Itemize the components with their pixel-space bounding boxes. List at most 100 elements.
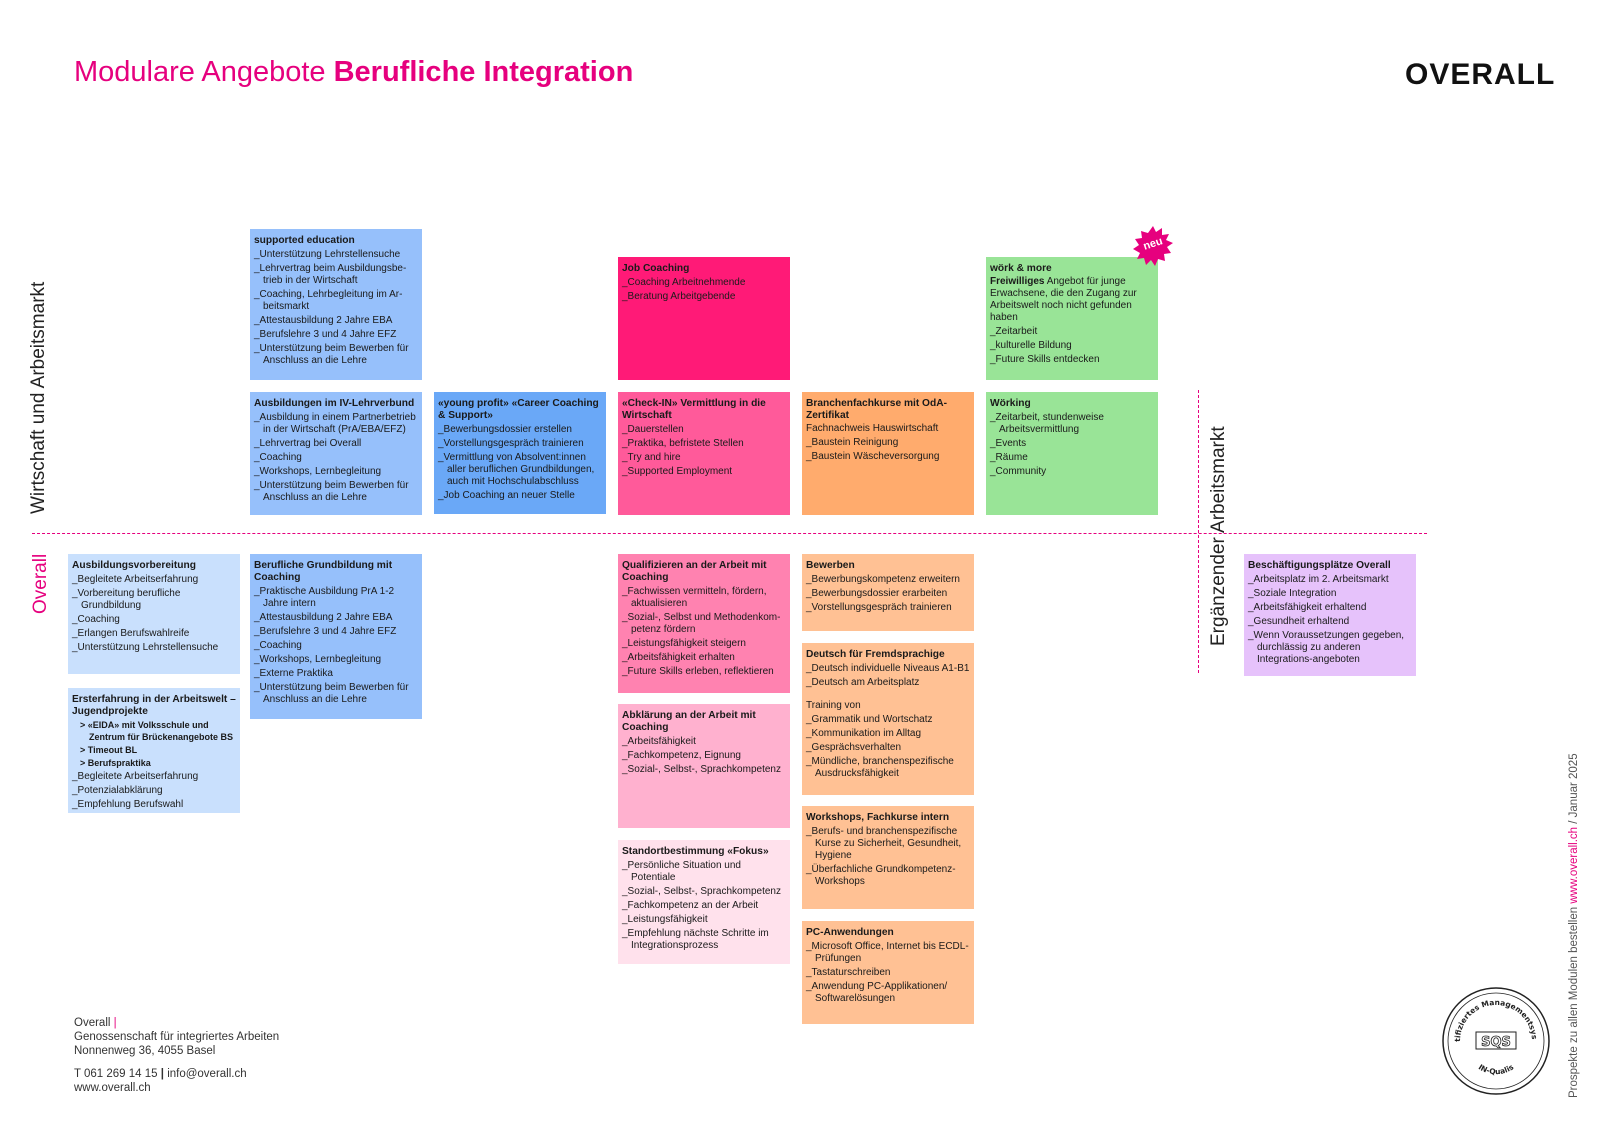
side-note: Prospekte zu allen Modulen bestellen www…: [1568, 753, 1580, 1098]
box-title: Workshops, Fachkurse intern: [806, 812, 950, 823]
box-title: PC-Anwendungen: [806, 927, 894, 938]
box-grundbildung: Berufliche Grundbildung mit Coaching _Pra…: [250, 554, 422, 719]
list-item: _Potenzialabklärung: [72, 785, 163, 796]
box-items: _Begleitete Arbeitserfahrung_Potenzialab…: [72, 771, 236, 811]
list-item: _Begleitete Arbeitserfahrung: [72, 574, 199, 585]
list-item: _Coaching: [254, 640, 302, 651]
list-item: _Unterstützung beim Bewerben für Anschlu…: [254, 343, 409, 366]
box-title: «young profit» «Career Coaching & Suppor…: [438, 398, 599, 421]
box-deutsch: Deutsch für Fremdsprachige _Deutsch indi…: [802, 643, 974, 795]
list-item: _Workshops, Lernbegleitung: [254, 654, 382, 665]
list-item: _Wenn Voraussetzungen gegeben, durchläss…: [1248, 630, 1405, 665]
list-item: _Vorbereitung berufliche Grundbildung: [72, 588, 181, 611]
box-description: Freiwilliges Angebot für junge Erwachsen…: [990, 276, 1137, 323]
list-item: _Zeitarbeit: [990, 326, 1038, 337]
divider-vertical: [1198, 390, 1199, 673]
box-abklaerung: Abklärung an der Arbeit mit Coaching _Arb…: [618, 704, 790, 828]
box-title: Ersterfahrung in der Arbeitswelt – Jugen…: [72, 694, 236, 717]
footer-line3: Nonnenweg 36, 4055 Basel: [74, 1045, 216, 1057]
list-item: _Attestausbildung 2 Jahre EBA: [254, 612, 393, 623]
axis-label-wirtschaft: Wirtschaft und Arbeitsmarkt: [28, 281, 49, 514]
box-title: Bewerben: [806, 560, 855, 571]
list-item: _Microsoft Office, Internet bis ECDL-Prü…: [806, 941, 969, 964]
box-qualifizieren: Qualifizieren an der Arbeit mit Coaching…: [618, 554, 790, 693]
footer-line2: Genossenschaft für integriertes Arbeiten: [74, 1031, 280, 1043]
list-item: _Erlangen Berufswahlreife: [72, 628, 190, 639]
axis-label-ergaenzend: Ergänzender Arbeitsmarkt: [1208, 426, 1229, 646]
box-intro: Fachnachweis Hauswirtschaft: [806, 423, 939, 434]
list-item: _Unterstützung Lehrstellensuche: [72, 642, 219, 653]
box-workshops: Workshops, Fachkurse intern_Berufs- und …: [802, 806, 974, 909]
list-item: _Berufslehre 3 und 4 Jahre EFZ: [254, 626, 397, 637]
starburst-icon: [1133, 226, 1173, 266]
axis-label-overall: Overall: [30, 553, 51, 614]
list-item: _Praktische Ausbildung PrA 1-2 Jahre int…: [254, 586, 395, 609]
box-title: supported education: [254, 235, 355, 246]
box-title: Qualifizieren an der Arbeit mit Coaching: [622, 560, 767, 583]
list-item: _Beratung Arbeitgebende: [622, 291, 736, 302]
list-item: _kulturelle Bildung: [990, 340, 1072, 351]
list-item: _Empfehlung Berufswahl: [72, 799, 184, 810]
box-standortbestimmung: Standortbestimmung «Fokus»_Persönliche S…: [618, 840, 790, 964]
list-item: _Grammatik und Wortschatz: [806, 714, 933, 725]
box-items: _Zeitarbeit _kulturelle Bildung _Future Sk…: [990, 326, 1154, 366]
side-note-link[interactable]: www.overall.ch: [1568, 826, 1580, 904]
list-item: _Vorstellungsgespräch trainieren: [806, 602, 952, 613]
box-title: Abklärung an der Arbeit mit Coaching: [622, 710, 756, 733]
list-item: _Ausbildung in einem Partnerbetrieb in d…: [254, 412, 416, 435]
cert-bottom-text: IN-Qualis: [1477, 1062, 1516, 1076]
list-item: _Unterstützung beim Bewerben für Anschlu…: [254, 480, 409, 503]
list-item: _Deutsch am Arbeitsplatz: [806, 677, 920, 688]
list-item: _Coaching: [72, 614, 120, 625]
list-item: _Lehrvertrag bei Overall: [254, 438, 362, 449]
training-label: Training von: [806, 700, 861, 711]
side-note-suffix: / Januar 2025: [1568, 753, 1580, 824]
list-item: _Überfachliche Grundkompetenz-Workshops: [806, 864, 956, 887]
list-item: _Baustein Wäscheversorgung: [806, 451, 940, 462]
list-item: _Community: [990, 466, 1047, 477]
box-title: Berufliche Grundbildung mit Coaching: [254, 560, 393, 583]
list-item: _Räume: [990, 452, 1028, 463]
list-item: _Mündliche, branchenspezifische Ausdruck…: [806, 756, 954, 779]
list-item: _Deutsch individuelle Niveaus A1-B1: [806, 663, 970, 674]
box-ausbildungsvorbereitung: Ausbildungsvorbereitung _Begleitete Arbei…: [68, 554, 240, 674]
box-title: Deutsch für Fremdsprachige: [806, 649, 945, 660]
list-item: _Soziale Integration: [1248, 588, 1337, 599]
list-item: _Dauerstellen: [622, 424, 684, 435]
list-item: _Arbeitsfähigkeit: [622, 736, 696, 747]
list-item: _Sozial-, Selbst-, Sprachkompetenz: [622, 764, 781, 775]
footer-phone: T 061 269 14 15: [74, 1068, 158, 1080]
list-item: _Vermittlung von Absolvent:innen aller b…: [438, 452, 595, 487]
box-title: Ausbildungsvorbereitung: [72, 560, 196, 571]
list-item: _Leistungsfähigkeit steigern: [622, 638, 746, 649]
overall-logo: OVERALL: [1405, 58, 1556, 91]
list-item: _Workshops, Lernbegleitung: [254, 466, 382, 477]
footer-email[interactable]: info@overall.ch: [167, 1068, 247, 1080]
list-item: _Future Skills erleben, reflektieren: [622, 666, 774, 677]
list-item: > Berufspraktika: [80, 758, 151, 768]
box-check-in: «Check-IN» Vermittlung in die Wirtschaft…: [618, 392, 790, 515]
list-item: _Coaching: [254, 452, 302, 463]
box-supported-education: supported education_Unterstützung Lehrst…: [250, 229, 422, 380]
box-title: Ausbildungen im IV-Lehrverbund: [254, 398, 415, 409]
list-item: _Future Skills entdecken: [990, 354, 1100, 365]
title-light: Modulare Angebote: [74, 56, 326, 88]
box-title: Wörking: [990, 398, 1031, 409]
box-title: Standortbestimmung «Fokus»: [622, 846, 769, 857]
box-beschaeftigungsplaetze: Beschäftigungsplätze Overall_Arbeitsplat…: [1244, 554, 1416, 676]
list-item: _Try and hire: [622, 452, 681, 463]
page-title: Modulare Angebote Berufliche Integration: [74, 56, 633, 89]
cert-logo: SQS: [1481, 1035, 1511, 1050]
list-item: _Externe Praktika: [254, 668, 333, 679]
list-item: _Fachkompetenz, Eignung: [622, 750, 741, 761]
footer-address: Overall | Genossenschaft für integrierte…: [74, 1017, 280, 1094]
box-subitems: > «EIDA» mit Volksschule und Zentrum für…: [72, 719, 236, 769]
box-woerking: Wörking_Zeitarbeit, stundenweise Arbeits…: [986, 392, 1158, 515]
list-item: _Baustein Reinigung: [806, 437, 899, 448]
title-bold: Berufliche Integration: [333, 56, 634, 88]
footer-web[interactable]: www.overall.ch: [74, 1082, 151, 1094]
list-item: _Arbeitsfähigkeit erhalten: [622, 652, 735, 663]
list-item: _Attestausbildung 2 Jahre EBA: [254, 315, 393, 326]
list-item: > «EIDA» mit Volksschule und Zentrum für…: [80, 720, 234, 742]
box-pc-anwendungen: PC-Anwendungen _Microsoft Office, Interne…: [802, 921, 974, 1024]
